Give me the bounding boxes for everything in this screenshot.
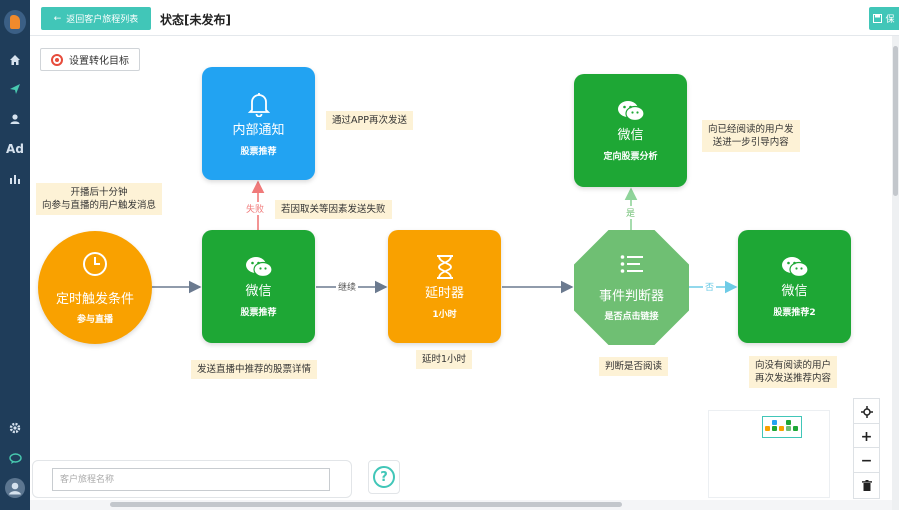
home-icon[interactable]	[0, 49, 30, 71]
minimap-node	[772, 420, 777, 425]
goal-button-label: 设置转化目标	[69, 56, 129, 67]
edge-label-yes: 是	[624, 206, 638, 219]
minimap[interactable]	[708, 410, 830, 498]
send-icon[interactable]	[0, 78, 30, 100]
delete-button[interactable]	[853, 472, 880, 499]
node-wechat-1[interactable]: 微信 股票推荐	[202, 230, 315, 343]
node-title: 微信	[245, 283, 272, 299]
node-event-judge[interactable]: 事件判断器 是否点击链接	[574, 230, 689, 345]
node-subtitle: 定向股票分析	[603, 151, 658, 162]
set-conversion-goal-button[interactable]: 设置转化目标	[40, 48, 140, 71]
edge-label-fail: 失败	[244, 202, 267, 215]
save-button-label: 保	[885, 15, 895, 25]
help-button[interactable]: ?	[368, 460, 400, 494]
clock-icon	[82, 251, 108, 280]
note-wechat3[interactable]: 向没有阅读的用户 再次发送推荐内容	[749, 356, 838, 388]
top-bar: ← 返回客户旅程列表 状态[未发布] 保	[30, 0, 899, 36]
avatar[interactable]	[0, 477, 30, 499]
minimap-node	[765, 426, 770, 431]
note-wechat1[interactable]: 发送直播中推荐的股票详情	[191, 360, 318, 379]
minimap-node	[786, 426, 791, 431]
edge-label-continue: 继续	[336, 280, 359, 293]
node-subtitle: 股票推荐	[240, 307, 277, 318]
minimap-node	[779, 426, 784, 431]
journey-status: 状态[未发布]	[160, 13, 231, 27]
back-button-label: 返回客户旅程列表	[66, 15, 139, 25]
note-judge[interactable]: 判断是否阅读	[599, 357, 669, 376]
hourglass-icon	[434, 254, 456, 280]
journey-canvas[interactable]: 设置转化目标 定时触发条件 参与直播 微信 股票推荐 内部通知 股票推荐 延时器…	[30, 36, 892, 506]
node-title: 内部通知	[232, 122, 285, 138]
sidebar: Ad	[0, 0, 30, 510]
node-title: 延时器	[424, 285, 464, 301]
minus-icon: −	[860, 452, 873, 469]
journey-name-input[interactable]	[52, 468, 330, 491]
settings-icon[interactable]	[0, 417, 30, 439]
note-trigger[interactable]: 开播后十分钟 向参与直播的用户触发消息	[36, 183, 163, 215]
node-subtitle: 股票推荐2	[773, 307, 816, 318]
node-wechat-2[interactable]: 微信 定向股票分析	[574, 74, 687, 187]
crosshair-icon	[860, 405, 873, 418]
node-wechat-3[interactable]: 微信 股票推荐2	[738, 230, 851, 343]
minimap-node	[793, 426, 798, 431]
zoom-in-button[interactable]: +	[853, 423, 880, 450]
wechat-icon	[781, 256, 809, 278]
wechat-icon	[245, 256, 273, 278]
node-subtitle: 是否点击链接	[604, 311, 659, 322]
save-icon	[873, 14, 883, 23]
note-delay[interactable]: 延时1小时	[416, 350, 473, 369]
help-icon: ?	[373, 466, 395, 488]
wechat-icon	[617, 100, 645, 122]
bell-icon	[247, 91, 271, 117]
trash-icon	[861, 480, 872, 491]
minimap-node	[786, 420, 791, 425]
edge-label-no: 否	[703, 280, 717, 293]
node-timer-trigger[interactable]: 定时触发条件 参与直播	[38, 231, 152, 344]
fit-view-button[interactable]	[853, 398, 880, 425]
node-internal-notification[interactable]: 内部通知 股票推荐	[202, 67, 315, 180]
vertical-scroll-thumb[interactable]	[893, 46, 898, 196]
minimap-viewport[interactable]	[762, 416, 802, 438]
node-title: 事件判断器	[598, 288, 664, 304]
node-subtitle: 股票推荐	[240, 146, 277, 157]
list-icon	[620, 254, 644, 277]
node-subtitle: 参与直播	[76, 314, 113, 325]
node-title: 定时触发条件	[55, 291, 134, 307]
node-title: 微信	[781, 283, 808, 299]
chat-icon[interactable]	[0, 448, 30, 470]
bar-chart-icon[interactable]	[0, 168, 30, 190]
horizontal-scrollbar[interactable]	[30, 500, 892, 510]
note-wechat2[interactable]: 向已经阅读的用户发 送进一步引导内容	[702, 120, 800, 152]
horizontal-scroll-thumb[interactable]	[110, 502, 622, 507]
target-icon	[51, 53, 63, 66]
node-delay[interactable]: 延时器 1小时	[388, 230, 501, 343]
user-icon[interactable]	[0, 108, 30, 130]
minimap-node	[772, 426, 777, 431]
app-logo[interactable]	[4, 10, 26, 34]
zoom-out-button[interactable]: −	[853, 447, 880, 474]
note-internal[interactable]: 通过APP再次发送	[326, 111, 413, 130]
node-title: 微信	[617, 127, 644, 143]
vertical-scrollbar[interactable]	[892, 36, 899, 510]
back-to-journey-list-button[interactable]: ← 返回客户旅程列表	[41, 7, 151, 30]
arrow-left-icon: ←	[53, 13, 62, 24]
save-button[interactable]: 保	[869, 7, 899, 30]
plus-icon: +	[860, 428, 873, 445]
ad-icon[interactable]: Ad	[6, 142, 24, 156]
node-subtitle: 1小时	[432, 309, 457, 320]
note-fail[interactable]: 若因取关等因素发送失败	[275, 200, 392, 219]
